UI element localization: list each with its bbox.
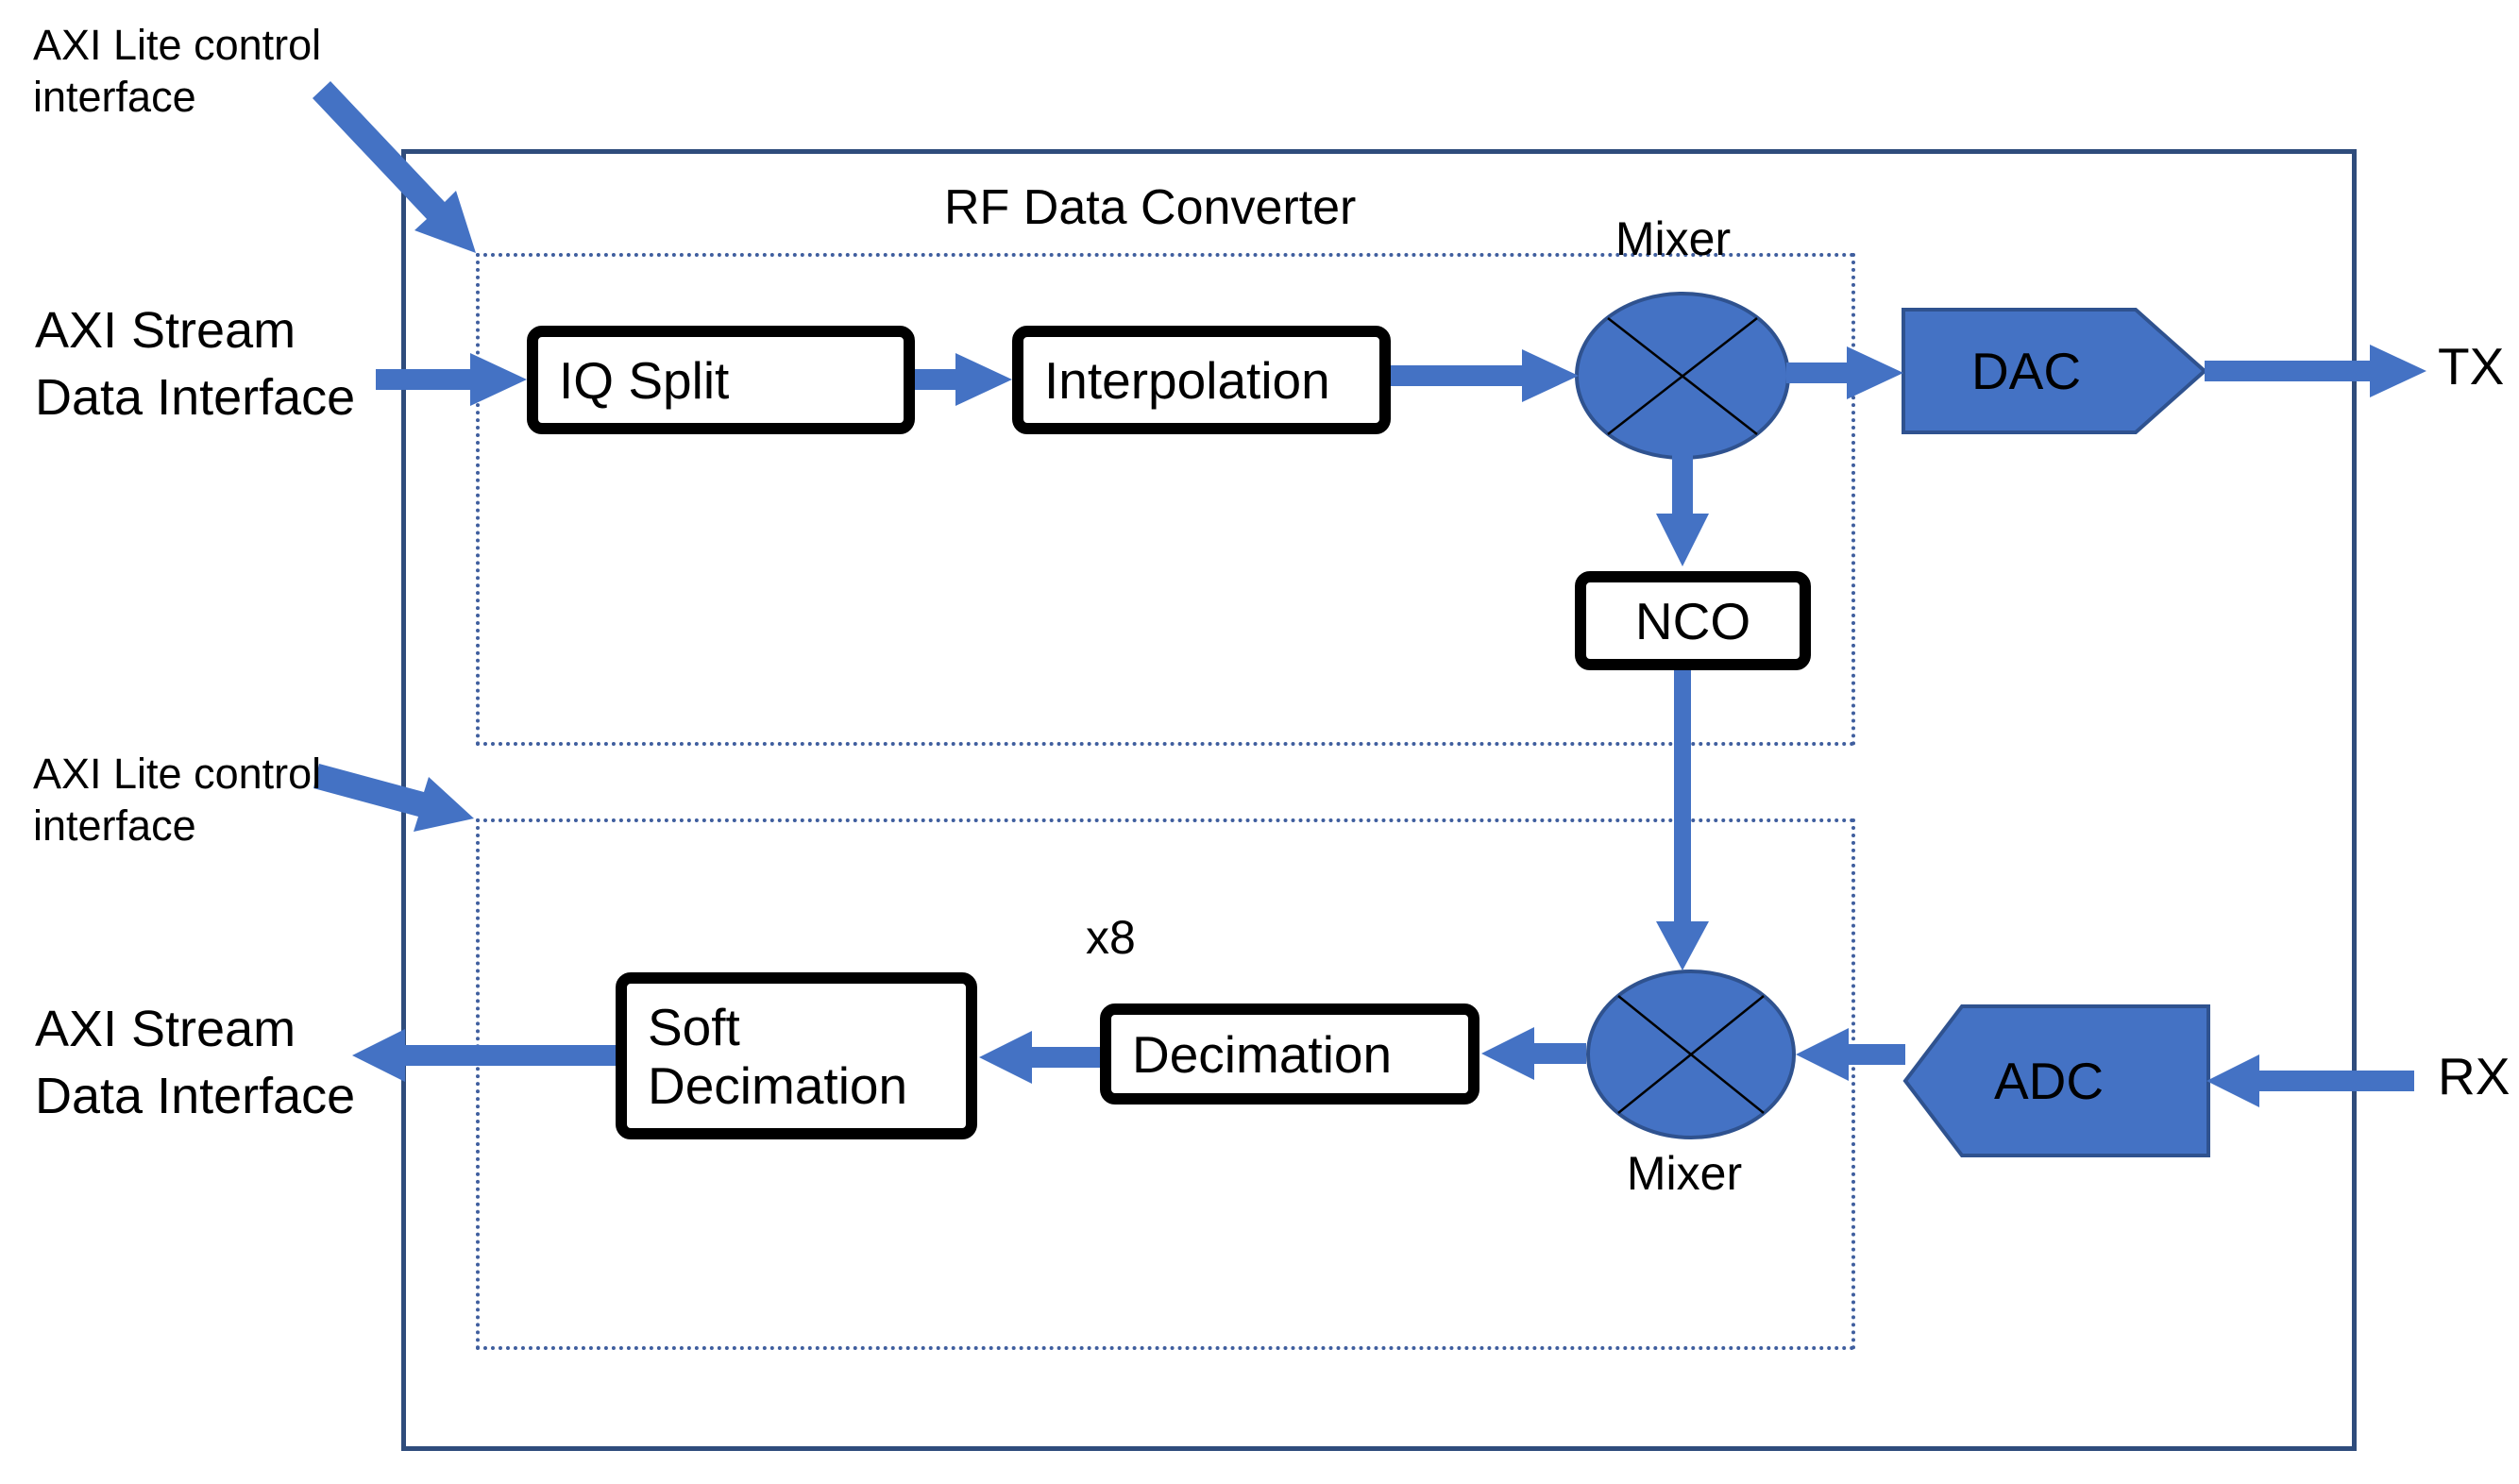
soft-decimation-label-line2: Decimation (648, 1055, 908, 1115)
dac-label: DAC (1970, 342, 2082, 400)
adc-label: ADC (1993, 1052, 2105, 1110)
axi-lite-control-label-top-line2: interface (33, 73, 196, 121)
axi-stream-label-top-line1: AXI Stream (35, 302, 296, 359)
axi-lite-control-label-top-line1: AXI Lite control (33, 21, 322, 69)
nco-label: NCO (1634, 591, 1751, 650)
interpolation-label: Interpolation (1044, 350, 1330, 410)
axi-stream-label-bottom-line1: AXI Stream (35, 1001, 296, 1057)
axi-lite-control-label-bottom-line1: AXI Lite control (33, 750, 322, 798)
decimation-label: Decimation (1132, 1024, 1393, 1084)
axi-stream-label-bottom: AXI Stream Data Interface (35, 996, 355, 1130)
mixer-label-bottom: Mixer (1626, 1147, 1743, 1200)
axi-stream-label-top: AXI Stream Data Interface (35, 297, 355, 431)
decimation-factor-label: x8 (1086, 911, 1136, 964)
axi-lite-control-label-top: AXI Lite control interface (33, 19, 321, 123)
rx-port-label: RX (2438, 1047, 2511, 1105)
mixer-label-top: Mixer (1615, 212, 1732, 265)
iq-split-block: IQ Split (527, 326, 915, 434)
interpolation-block: Interpolation (1012, 326, 1391, 434)
soft-decimation-label-line1: Soft (648, 997, 740, 1056)
axi-stream-label-top-line2: Data Interface (35, 369, 356, 426)
axi-stream-label-bottom-line2: Data Interface (35, 1068, 356, 1124)
tx-datapath-dotted-box (476, 253, 1855, 746)
nco-block: NCO (1575, 571, 1811, 670)
axi-lite-control-label-bottom-line2: interface (33, 801, 196, 850)
soft-decimation-block: Soft Decimation (616, 972, 977, 1139)
axi-lite-control-label-bottom: AXI Lite control interface (33, 748, 321, 852)
iq-split-label: IQ Split (559, 350, 730, 410)
tx-port-label: TX (2438, 337, 2505, 396)
rx-datapath-dotted-box (476, 818, 1855, 1350)
decimation-block: Decimation (1100, 1003, 1479, 1105)
diagram-title: RF Data Converter (944, 180, 1357, 235)
